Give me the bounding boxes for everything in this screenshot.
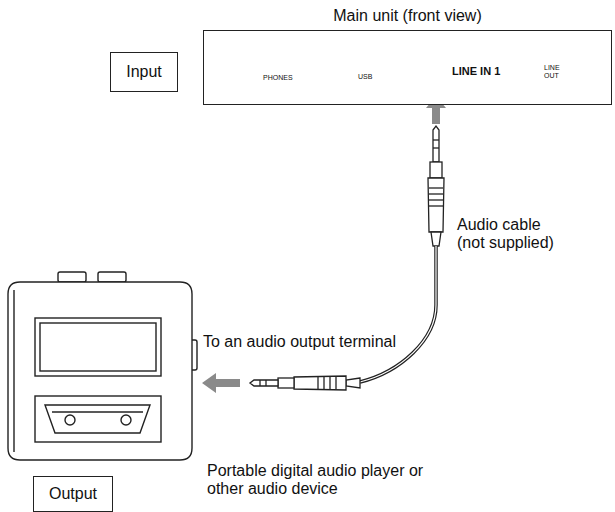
jack-label: LINE OUT — [544, 64, 562, 80]
output-box: Output — [33, 476, 113, 512]
jack-label: PHONES — [263, 74, 293, 82]
terminal-label: To an audio output terminal — [203, 333, 396, 351]
device-label: Portable digital audio player or other a… — [207, 462, 445, 499]
box-label: Output — [49, 485, 97, 503]
jack-label: LINE IN 1 — [452, 65, 500, 78]
box-label: Input — [126, 63, 162, 81]
panel-heading: Main unit (front view) — [204, 7, 611, 25]
input-box: Input — [110, 52, 178, 92]
cable-label: Audio cable (not supplied) — [457, 216, 565, 253]
jack-label: USB — [358, 73, 372, 81]
